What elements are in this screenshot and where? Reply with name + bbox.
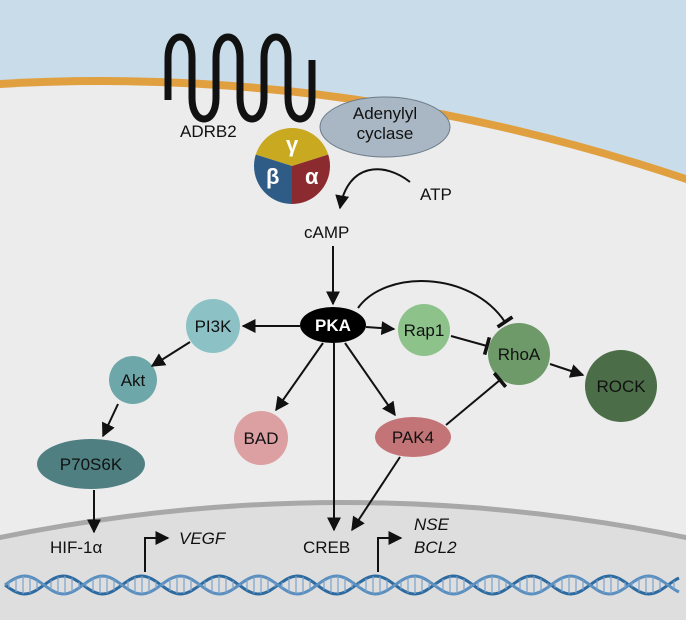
pi3k-node: [186, 299, 240, 353]
p70s6k-label: P70S6K: [60, 455, 123, 474]
pka-node: [300, 307, 366, 343]
atp-label: ATP: [420, 185, 452, 204]
adrb2-label: ADRB2: [180, 122, 237, 141]
rhoa-label: RhoA: [498, 345, 541, 364]
pak4-node: [375, 417, 451, 457]
camp-label: cAMP: [304, 223, 349, 242]
p70s6k-node: [37, 439, 145, 489]
nse-bcl2-promoter-arrow: [377, 531, 403, 572]
creb-label: CREB: [303, 538, 350, 557]
arrow-pak4-creb: [351, 456, 401, 532]
vegf-label: VEGF: [179, 529, 227, 548]
rock-node: [585, 350, 657, 422]
arrow-pka-rap1: [365, 321, 396, 336]
cytoplasm: [0, 85, 686, 620]
rap1-label: Rap1: [404, 321, 445, 340]
nse-label: NSE: [414, 515, 450, 534]
pi3k-label: PI3K: [195, 317, 233, 336]
bad-node: [234, 411, 288, 465]
bcl2-label: BCL2: [414, 538, 457, 557]
bad-label: BAD: [244, 429, 279, 448]
g-alpha-label: α: [305, 164, 319, 189]
g-gamma-label: γ: [286, 132, 299, 157]
arrow-akt-p70s6k: [102, 403, 119, 438]
arrow-pi3k-akt: [150, 341, 191, 367]
dna-helix: [4, 574, 680, 596]
nucleus: [0, 505, 686, 620]
arrow-atp-camp: [335, 168, 411, 210]
adrb2-receptor: [164, 33, 316, 123]
adenylyl-cyclase-label-2: cyclase: [357, 124, 414, 143]
rap1-node: [398, 304, 450, 356]
adenylyl-cyclase-label-1: Adenylyl: [353, 104, 417, 123]
arrow-pka-pak4: [344, 342, 396, 417]
adenylyl-cyclase: [319, 96, 451, 158]
pak4-label: PAK4: [392, 428, 434, 447]
g-beta-label: β: [266, 164, 279, 189]
hif1a-label: HIF-1α: [50, 538, 103, 557]
inhibit-rap1-rhoa: [450, 335, 492, 356]
akt-label: Akt: [121, 371, 146, 390]
rhoa-node: [488, 323, 550, 385]
arrow-rhoa-rock: [549, 363, 585, 378]
inhibit-pka-rhoa: [357, 280, 514, 329]
arrow-pka-bad: [275, 342, 324, 412]
akt-node: [109, 356, 157, 404]
vegf-promoter-arrow: [144, 531, 170, 572]
inhibit-pak4-rhoa: [445, 371, 508, 426]
rock-label: ROCK: [596, 377, 646, 396]
pka-label: PKA: [315, 316, 351, 335]
